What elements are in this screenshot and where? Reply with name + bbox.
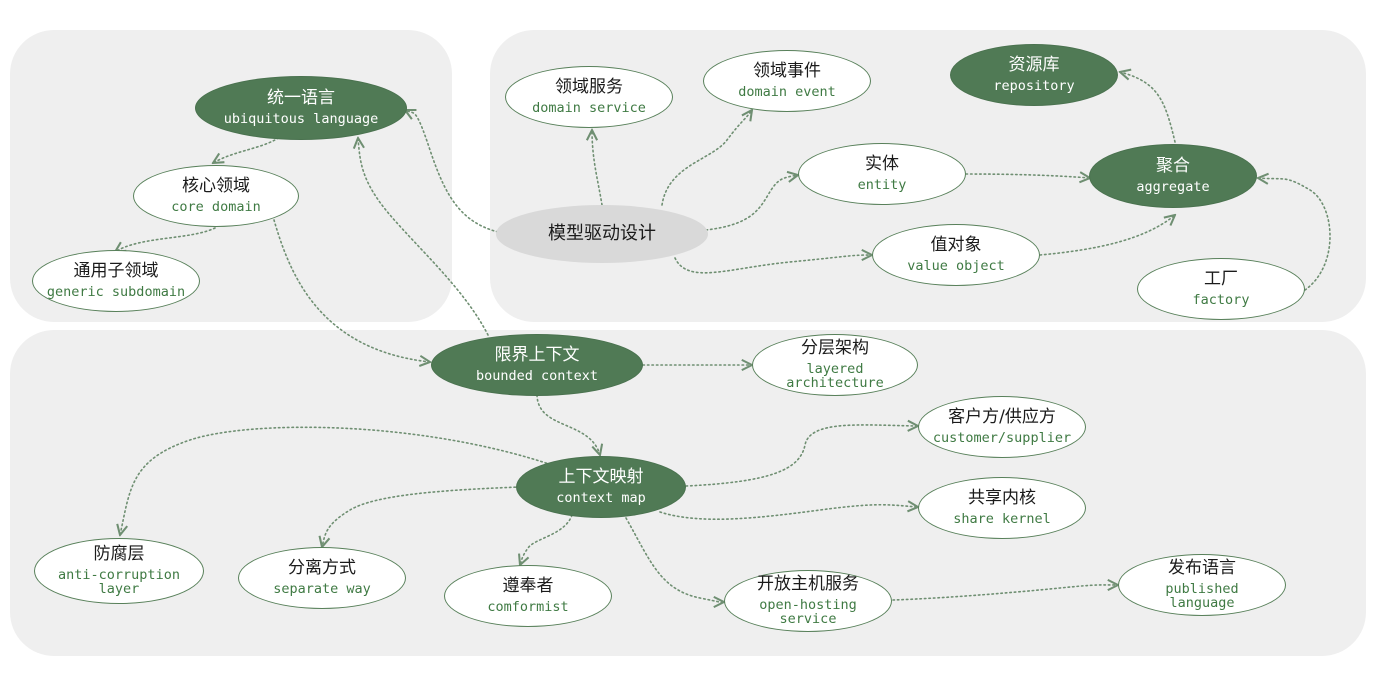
node-conformist-en: comformist (487, 598, 569, 615)
node-bounded-context-en: bounded context (476, 367, 598, 384)
node-ubiquitous-language-zh: 统一语言 (267, 88, 335, 109)
node-separate-way: 分离方式 separate way (238, 547, 406, 609)
node-separate-way-en: separate way (273, 580, 371, 597)
node-anti-corruption-layer: 防腐层 anti-corruption layer (34, 538, 204, 604)
node-generic-subdomain: 通用子领域 generic subdomain (32, 250, 200, 312)
node-aggregate-en: aggregate (1136, 178, 1210, 195)
edge-aggregate-to-repository (1120, 72, 1176, 143)
node-domain-event-zh: 领域事件 (753, 61, 821, 82)
edge-context-map-to-customer-supplier (685, 425, 918, 487)
edge-model-driven-design-to-domain-service (592, 130, 603, 206)
node-layered-architecture-zh: 分层架构 (801, 337, 869, 358)
node-customer-supplier-en: customer/supplier (932, 429, 1072, 446)
edge-open-host-service-to-published-language (892, 585, 1118, 601)
node-published-language-zh: 发布语言 (1168, 557, 1236, 578)
node-core-domain-zh: 核心领域 (182, 176, 250, 197)
node-value-object-zh: 值对象 (930, 235, 982, 256)
node-anti-corruption-layer-en: anti-corruption layer (58, 566, 180, 598)
node-aggregate: 聚合 aggregate (1089, 144, 1257, 208)
node-customer-supplier-zh: 客户方/供应方 (948, 407, 1056, 428)
node-core-domain-en: core domain (171, 198, 261, 215)
node-shared-kernel-zh: 共享内核 (968, 488, 1036, 509)
node-separate-way-zh: 分离方式 (288, 558, 356, 579)
node-model-driven-design: 模型驱动设计 (496, 205, 708, 263)
node-anti-corruption-layer-zh: 防腐层 (93, 543, 145, 564)
node-ubiquitous-language-en: ubiquitous language (223, 110, 379, 127)
edge-model-driven-design-to-ubiquitous-language (405, 110, 499, 233)
edge-core-domain-to-bounded-context (273, 219, 430, 362)
node-entity: 实体 entity (798, 143, 966, 205)
node-open-host-service: 开放主机服务 open-hosting service (724, 570, 892, 632)
edge-context-map-to-anti-corruption-layer (120, 426, 556, 535)
node-factory-zh: 工厂 (1204, 269, 1238, 290)
node-ubiquitous-language: 统一语言 ubiquitous language (195, 76, 407, 140)
edge-model-driven-design-to-domain-event (661, 110, 752, 206)
node-generic-subdomain-zh: 通用子领域 (73, 261, 159, 282)
node-layered-architecture-en: layered architecture (786, 360, 884, 392)
node-conformist: 遵奉者 comformist (444, 565, 612, 627)
edge-model-driven-design-to-entity (705, 175, 798, 231)
node-domain-event-en: domain event (738, 83, 836, 100)
node-repository: 资源库 repository (950, 44, 1118, 106)
node-value-object-en: value object (907, 257, 1005, 274)
node-published-language: 发布语言 published language (1118, 554, 1286, 616)
node-open-host-service-en: open-hosting service (759, 596, 857, 628)
node-context-map-en: context map (556, 489, 646, 506)
node-domain-service-en: domain service (532, 99, 646, 116)
edge-value-object-to-aggregate (1039, 215, 1175, 256)
edge-bounded-context-to-context-map (536, 394, 600, 455)
edge-model-driven-design-to-value-object (674, 255, 872, 274)
node-customer-supplier: 客户方/供应方 customer/supplier (918, 396, 1086, 458)
edge-factory-to-aggregate (1258, 178, 1331, 291)
node-repository-en: repository (993, 77, 1075, 94)
node-bounded-context: 限界上下文 bounded context (431, 334, 643, 396)
node-domain-event: 领域事件 domain event (703, 50, 871, 112)
node-generic-subdomain-en: generic subdomain (46, 283, 186, 300)
edge-ubiquitous-language-to-core-domain (213, 134, 283, 163)
node-factory: 工厂 factory (1137, 258, 1305, 320)
node-domain-service-zh: 领域服务 (555, 77, 623, 98)
node-repository-zh: 资源库 (1008, 55, 1060, 76)
node-shared-kernel: 共享内核 share kernel (918, 477, 1086, 539)
node-open-host-service-zh: 开放主机服务 (757, 573, 859, 594)
node-bounded-context-zh: 限界上下文 (494, 345, 580, 366)
node-core-domain: 核心领域 core domain (133, 165, 299, 227)
node-conformist-zh: 遵奉者 (502, 576, 554, 597)
node-published-language-en: published language (1165, 580, 1239, 612)
edge-context-map-to-conformist (520, 514, 573, 565)
node-value-object: 值对象 value object (872, 224, 1040, 286)
edge-bounded-context-to-ubiquitous-language (358, 138, 489, 336)
edge-context-map-to-open-host-service (625, 517, 724, 603)
node-context-map-zh: 上下文映射 (558, 467, 644, 488)
node-aggregate-zh: 聚合 (1156, 156, 1190, 177)
edge-context-map-to-separate-way (322, 486, 521, 547)
node-entity-en: entity (857, 176, 907, 193)
node-entity-zh: 实体 (865, 154, 899, 175)
edge-context-map-to-shared-kernel (659, 505, 918, 521)
node-factory-en: factory (1192, 291, 1250, 308)
edge-entity-to-aggregate (965, 174, 1090, 178)
node-layered-architecture: 分层架构 layered architecture (752, 334, 918, 396)
edge-core-domain-to-generic-subdomain (115, 227, 216, 252)
node-shared-kernel-en: share kernel (953, 510, 1051, 527)
node-context-map: 上下文映射 context map (516, 456, 686, 518)
node-domain-service: 领域服务 domain service (505, 66, 673, 128)
node-model-driven-design-zh: 模型驱动设计 (548, 223, 656, 245)
